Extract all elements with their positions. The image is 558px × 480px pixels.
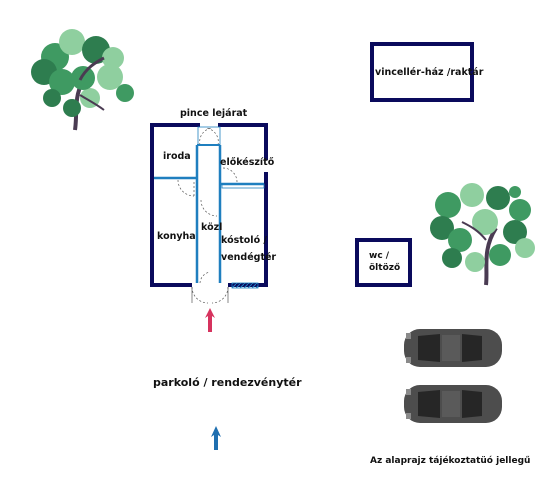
car-icon [404,385,502,423]
room-label-kozl: közl [201,222,223,233]
wc-label-1: wc / [369,251,390,261]
parkolo-label: parkoló / rendezvénytér [153,376,302,389]
road-arrow-icon [211,426,221,450]
wc-building [355,238,412,287]
room-label-konyha: konyha [157,231,196,242]
tree-icon-right [430,183,535,286]
pince-lejarat-label: pince lejárat [180,108,248,119]
tree-icon-top-left [31,29,134,131]
disclaimer-note: Az alaprajz tájékoztatüó jellegű [370,456,531,466]
entrance-arrow-icon [205,308,215,332]
vinceller-haz-label: vincellér-ház /raktár [375,67,484,78]
room-label-iroda: iroda [163,151,191,162]
wc-label-2: öltöző [369,263,401,273]
room-label-elokeszito: előkészítő [220,157,275,168]
room-label-kostolo-2: vendégtér [221,252,277,263]
car-icon [404,329,502,367]
vinceller-haz-building [370,42,474,102]
main-building [150,122,268,304]
room-label-kostolo-1: kóstoló / [221,235,267,246]
